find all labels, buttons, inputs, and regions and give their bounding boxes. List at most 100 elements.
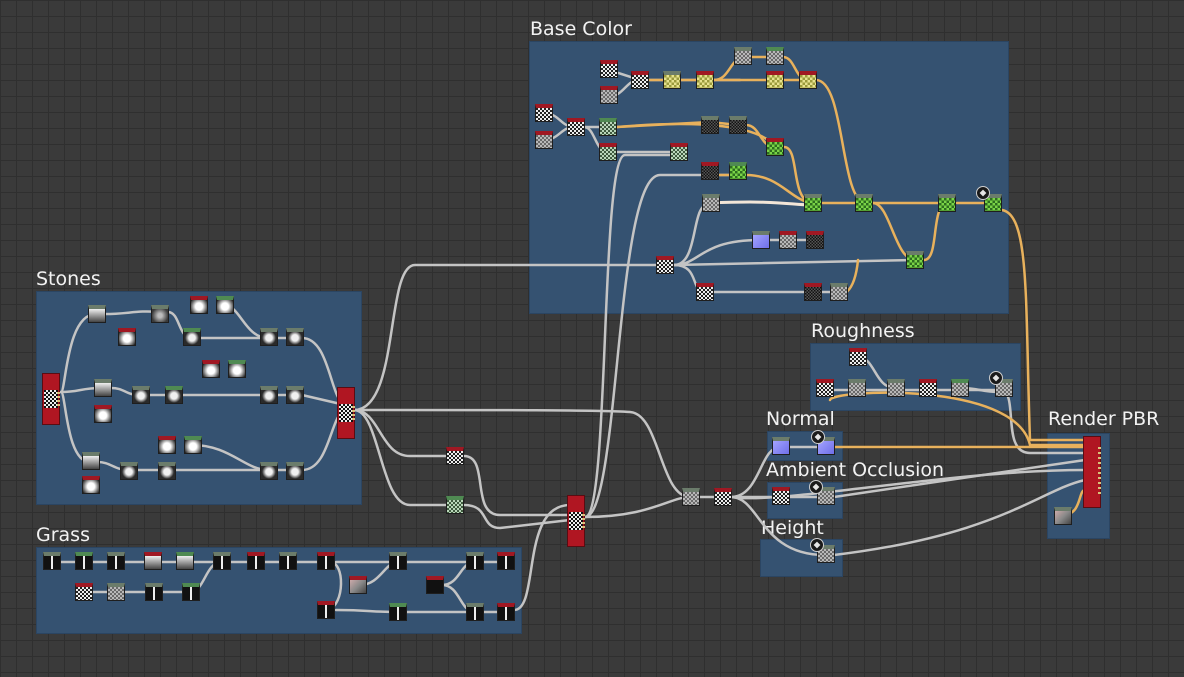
render-pbr-node[interactable]	[1083, 436, 1101, 508]
graph-node[interactable]	[729, 116, 747, 134]
graph-node[interactable]	[804, 283, 822, 301]
graph-node[interactable]	[75, 552, 93, 570]
graph-node[interactable]	[849, 348, 867, 366]
graph-node[interactable]	[88, 305, 106, 323]
graph-node[interactable]	[714, 488, 732, 506]
graph-node[interactable]	[446, 496, 464, 514]
output-node[interactable]	[337, 387, 355, 439]
output-pin-icon[interactable]	[811, 430, 825, 444]
graph-node[interactable]	[701, 162, 719, 180]
output-node[interactable]	[42, 373, 60, 425]
graph-node[interactable]	[216, 296, 234, 314]
graph-node[interactable]	[446, 447, 464, 465]
graph-node[interactable]	[951, 379, 969, 397]
graph-node[interactable]	[145, 583, 163, 601]
graph-node[interactable]	[247, 552, 265, 570]
output-pin-icon[interactable]	[810, 538, 824, 552]
graph-node[interactable]	[389, 552, 407, 570]
graph-node[interactable]	[938, 194, 956, 212]
graph-node[interactable]	[158, 462, 176, 480]
graph-node[interactable]	[567, 118, 585, 136]
graph-node[interactable]	[118, 328, 136, 346]
graph-node[interactable]	[799, 71, 817, 89]
graph-node[interactable]	[94, 405, 112, 423]
graph-node[interactable]	[729, 162, 747, 180]
graph-node[interactable]	[107, 552, 125, 570]
graph-node[interactable]	[772, 487, 790, 505]
graph-node[interactable]	[766, 71, 784, 89]
graph-node[interactable]	[286, 386, 304, 404]
graph-node[interactable]	[766, 47, 784, 65]
graph-node[interactable]	[228, 360, 246, 378]
graph-node[interactable]	[497, 552, 515, 570]
graph-node[interactable]	[349, 576, 367, 594]
graph-node[interactable]	[279, 552, 297, 570]
graph-node[interactable]	[816, 379, 834, 397]
graph-node[interactable]	[766, 138, 784, 156]
graph-node[interactable]	[702, 194, 720, 212]
graph-node[interactable]	[848, 379, 866, 397]
graph-node[interactable]	[466, 603, 484, 621]
graph-node[interactable]	[82, 476, 100, 494]
graph-node[interactable]	[190, 296, 208, 314]
graph-node[interactable]	[696, 71, 714, 89]
graph-node[interactable]	[600, 60, 618, 78]
output-node[interactable]	[567, 495, 585, 547]
graph-node[interactable]	[734, 47, 752, 65]
graph-node[interactable]	[144, 552, 162, 570]
graph-node[interactable]	[260, 328, 278, 346]
output-pin-icon[interactable]	[976, 186, 990, 200]
output-pin-icon[interactable]	[809, 480, 823, 494]
graph-node[interactable]	[286, 328, 304, 346]
graph-node[interactable]	[94, 379, 112, 397]
output-pin-icon[interactable]	[989, 371, 1003, 385]
graph-node[interactable]	[656, 256, 674, 274]
graph-node[interactable]	[535, 131, 553, 149]
graph-node[interactable]	[426, 576, 444, 594]
graph-node[interactable]	[183, 328, 201, 346]
graph-node[interactable]	[663, 71, 681, 89]
graph-node[interactable]	[389, 603, 407, 621]
graph-node[interactable]	[817, 487, 835, 505]
graph-node[interactable]	[804, 194, 822, 212]
graph-node[interactable]	[670, 143, 688, 161]
graph-node[interactable]	[260, 462, 278, 480]
graph-node[interactable]	[752, 231, 770, 249]
graph-node[interactable]	[631, 71, 649, 89]
graph-node[interactable]	[906, 251, 924, 269]
graph-node[interactable]	[806, 231, 824, 249]
graph-node[interactable]	[600, 86, 618, 104]
graph-node[interactable]	[75, 583, 93, 601]
graph-node[interactable]	[107, 583, 125, 601]
graph-node[interactable]	[497, 603, 515, 621]
frame-roughness[interactable]	[810, 343, 1021, 411]
graph-node[interactable]	[182, 583, 200, 601]
graph-node[interactable]	[165, 386, 183, 404]
graph-node[interactable]	[286, 462, 304, 480]
graph-node[interactable]	[682, 488, 700, 506]
graph-node[interactable]	[919, 379, 937, 397]
graph-node[interactable]	[260, 386, 278, 404]
graph-node[interactable]	[701, 116, 719, 134]
graph-node[interactable]	[213, 552, 231, 570]
graph-node[interactable]	[696, 283, 714, 301]
graph-node[interactable]	[184, 436, 202, 454]
graph-node[interactable]	[1054, 507, 1072, 525]
graph-node[interactable]	[202, 360, 220, 378]
graph-node[interactable]	[317, 601, 335, 619]
graph-node[interactable]	[887, 379, 905, 397]
graph-node[interactable]	[82, 452, 100, 470]
graph-node[interactable]	[120, 462, 138, 480]
graph-node[interactable]	[830, 283, 848, 301]
graph-node[interactable]	[599, 143, 617, 161]
graph-node[interactable]	[151, 305, 169, 323]
graph-node[interactable]	[535, 104, 553, 122]
graph-node[interactable]	[772, 437, 790, 455]
graph-node[interactable]	[176, 552, 194, 570]
graph-node[interactable]	[132, 386, 150, 404]
graph-node[interactable]	[158, 436, 176, 454]
graph-node[interactable]	[43, 552, 61, 570]
graph-node[interactable]	[984, 194, 1002, 212]
graph-node[interactable]	[599, 118, 617, 136]
graph-node[interactable]	[466, 552, 484, 570]
